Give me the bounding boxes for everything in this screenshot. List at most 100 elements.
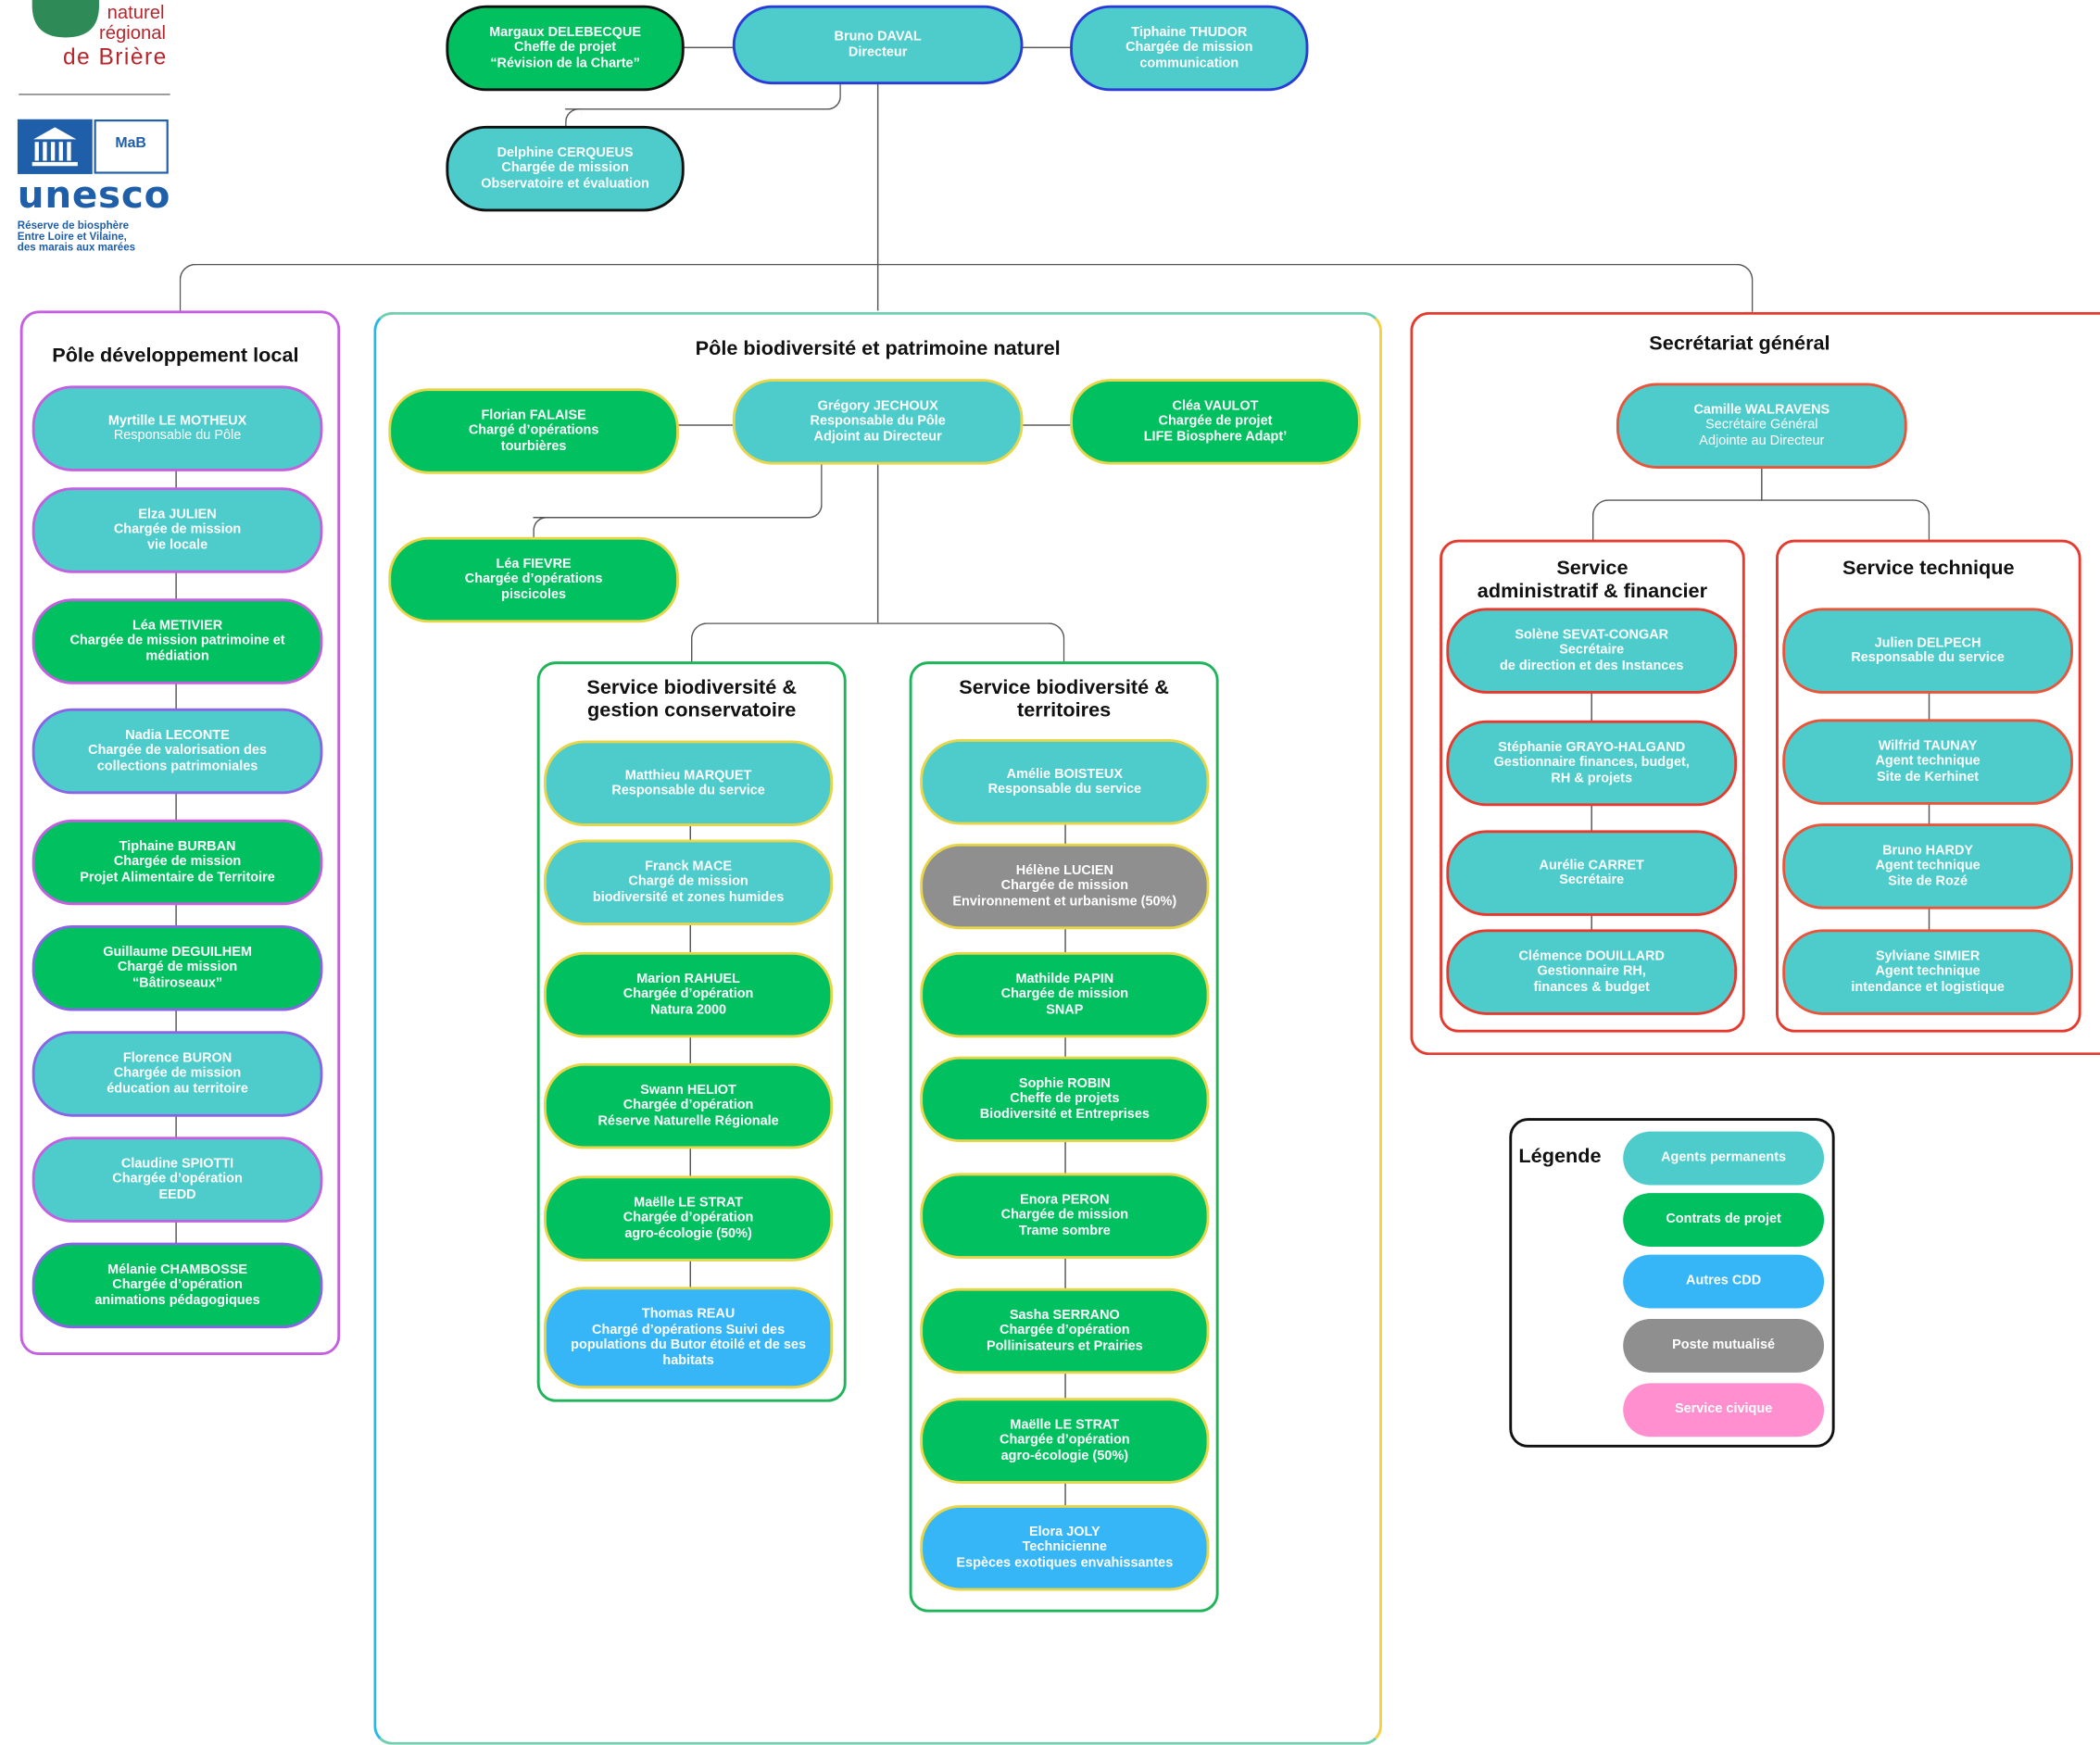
staff-role: Responsable du service [987,782,1142,797]
staff-name: Bruno DAVAL [834,29,922,44]
legend-item: Contrats de projet [1623,1193,1825,1247]
pole-dev-title: Pôle développement local [52,344,299,368]
connector [689,803,692,1299]
service-title-line: Service biodiversité & [586,676,798,699]
legend-item-label: Contrats de projet [1666,1211,1781,1227]
staff-name: Claudine SPIOTTI [120,1156,234,1172]
staff-role: populations du Butor étoilé et de ses [571,1337,806,1353]
staff-role: animations pédagogiques [94,1293,260,1309]
staff-name: Tiphaine THUDOR [1131,25,1248,41]
pole-bio-title: Pôle biodiversité et patrimoine naturel [695,337,1061,360]
staff-card[interactable]: Delphine CERQUEUS Chargée de mission Obs… [446,125,685,212]
staff-role: Chargée d’opération [1000,1323,1130,1338]
staff-role: Site de Kerhinet [1877,769,1980,785]
connector [179,263,1754,312]
service-title-line: territoires [1016,698,1112,722]
staff-name: Maëlle LE STRAT [634,1195,744,1211]
legend-item: Agents permanents [1623,1131,1825,1186]
staff-card[interactable]: Florian FALAISE Chargé d’opérations tour… [388,388,679,474]
staff-card[interactable]: Cléa VAULOT Chargée de projet LIFE Biosp… [1070,379,1361,465]
secretariat-head-card[interactable]: Camille WALRAVENS Secrétaire Général Adj… [1616,383,1907,469]
staff-name: Guillaume DEGUILHEM [103,945,252,960]
staff-role: Chargée de mission [1000,878,1129,894]
staff-role: Pollinisateurs et Prairies [986,1338,1143,1354]
staff-role: EEDD [158,1186,196,1202]
unesco-temple-icon [17,119,169,174]
staff-role: Secrétaire [1559,643,1625,659]
staff-name: Julien DELPECH [1874,634,1981,650]
staff-role: Biodiversité et Entreprises [979,1107,1150,1123]
staff-role: Environnement et urbanisme (50%) [952,894,1177,910]
staff-role: Observatoire et évaluation [481,176,649,192]
staff-name: Nadia LECONTE [125,728,230,744]
park-logo: naturel régional de Brière [13,0,173,81]
staff-role: Chargée d’opération [112,1172,243,1187]
legend-title: Légende [1518,1145,1602,1168]
staff-role: Chargé de mission [117,960,238,975]
staff-card[interactable]: Margaux DELEBECQUE Cheffe de projet “Rév… [446,5,685,92]
legend-item: Service civique [1623,1383,1825,1437]
staff-role: Chargée de mission [1000,1208,1129,1224]
staff-role: intendance et logistique [1851,979,2005,995]
director-card[interactable]: Bruno DAVAL Directeur [732,5,1024,85]
staff-card[interactable]: Léa FIEVRE Chargée d’opérations piscicol… [388,536,679,623]
staff-name: Solène SEVAT-CONGAR [1515,627,1669,643]
staff-name: Enora PERON [1020,1192,1110,1208]
connector [676,46,737,49]
staff-role: Chargée d’opération [622,986,754,1002]
staff-name: Swann HELIOT [640,1083,736,1098]
staff-name: Sylviane SIMIER [1875,948,1981,964]
staff-role: Chargée d’opération [622,1098,754,1113]
staff-name: Elora JOLY [1029,1525,1100,1540]
staff-card[interactable]: Tiphaine THUDOR Chargée de mission commu… [1070,5,1309,92]
staff-role: SNAP [1046,1002,1084,1018]
staff-name: Florence BURON [122,1050,233,1066]
staff-role: communication [1139,56,1239,71]
staff-role: Chargée de mission [113,854,242,870]
staff-role: Trame sombre [1018,1224,1111,1238]
staff-role: Responsable du service [611,783,765,798]
park-name-line1: naturel [107,1,165,23]
staff-role: Chargé d’opérations [468,423,599,439]
staff-name: Aurélie CARRET [1539,857,1644,872]
staff-name: Delphine CERQUEUS [497,145,634,161]
staff-name: Elza JULIEN [138,507,217,522]
staff-name: Mathilde PAPIN [1015,972,1114,987]
legend-item-label: Autres CDD [1686,1274,1762,1289]
staff-role: Site de Rozé [1888,873,1968,889]
pole-head-card[interactable]: Grégory JECHOUX Responsable du Pôle Adjo… [732,379,1024,465]
connector [690,622,1065,663]
staff-role: Cheffe de projet [514,40,617,56]
